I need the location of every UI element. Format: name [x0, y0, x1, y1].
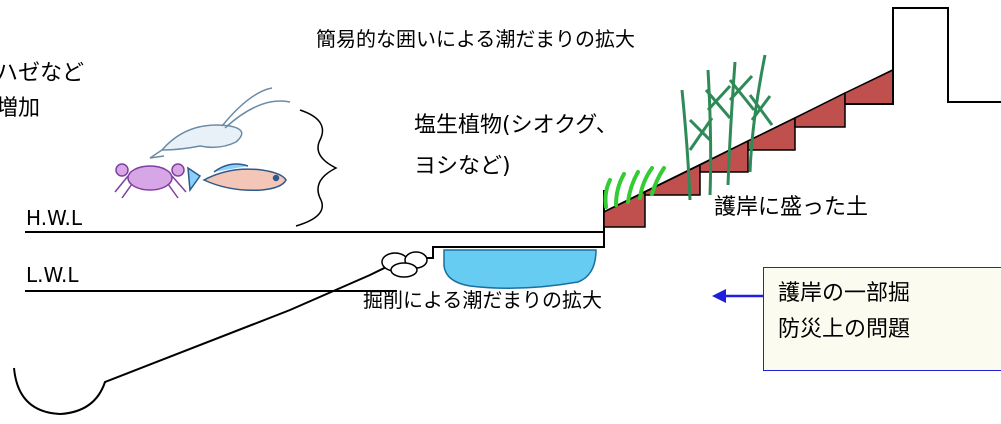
lwl-label: L.W.L — [26, 263, 79, 287]
salt-marsh-grass — [603, 166, 666, 209]
goby-fish-illustration — [187, 163, 287, 193]
callout-line1: 護岸の一部掘 — [778, 281, 911, 306]
seawall — [845, 7, 1001, 105]
embankment-soil-steps — [603, 68, 894, 228]
tide-pool-water — [443, 249, 597, 289]
fauna-label-line1: ハゼなど — [0, 61, 85, 86]
hwl-label: H.W.L — [26, 206, 83, 230]
callout-box: 護岸の一部掘 防災上の問題 — [763, 267, 1001, 371]
brace — [295, 109, 338, 227]
shrimp-illustration — [149, 87, 291, 159]
crab-illustration — [114, 163, 187, 199]
reed-plants — [680, 54, 774, 201]
fauna-label-line2: 増加 — [0, 96, 41, 121]
callout-line2: 防災上の問題 — [778, 317, 911, 342]
callout-arrow — [712, 289, 763, 303]
embankment-soil-label: 護岸に盛った土 — [714, 195, 869, 220]
ground-profile — [13, 190, 605, 416]
salt-plants-label-line2: ヨシなど) — [414, 154, 511, 179]
salt-plants-label-line1: 塩生植物(シオクグ、 — [414, 113, 618, 138]
excavation-expansion-label: 掘削による潮だまりの拡大 — [363, 288, 602, 312]
enclosure-expansion-label: 簡易的な囲いによる潮だまりの拡大 — [316, 27, 635, 51]
rocks — [381, 251, 428, 278]
